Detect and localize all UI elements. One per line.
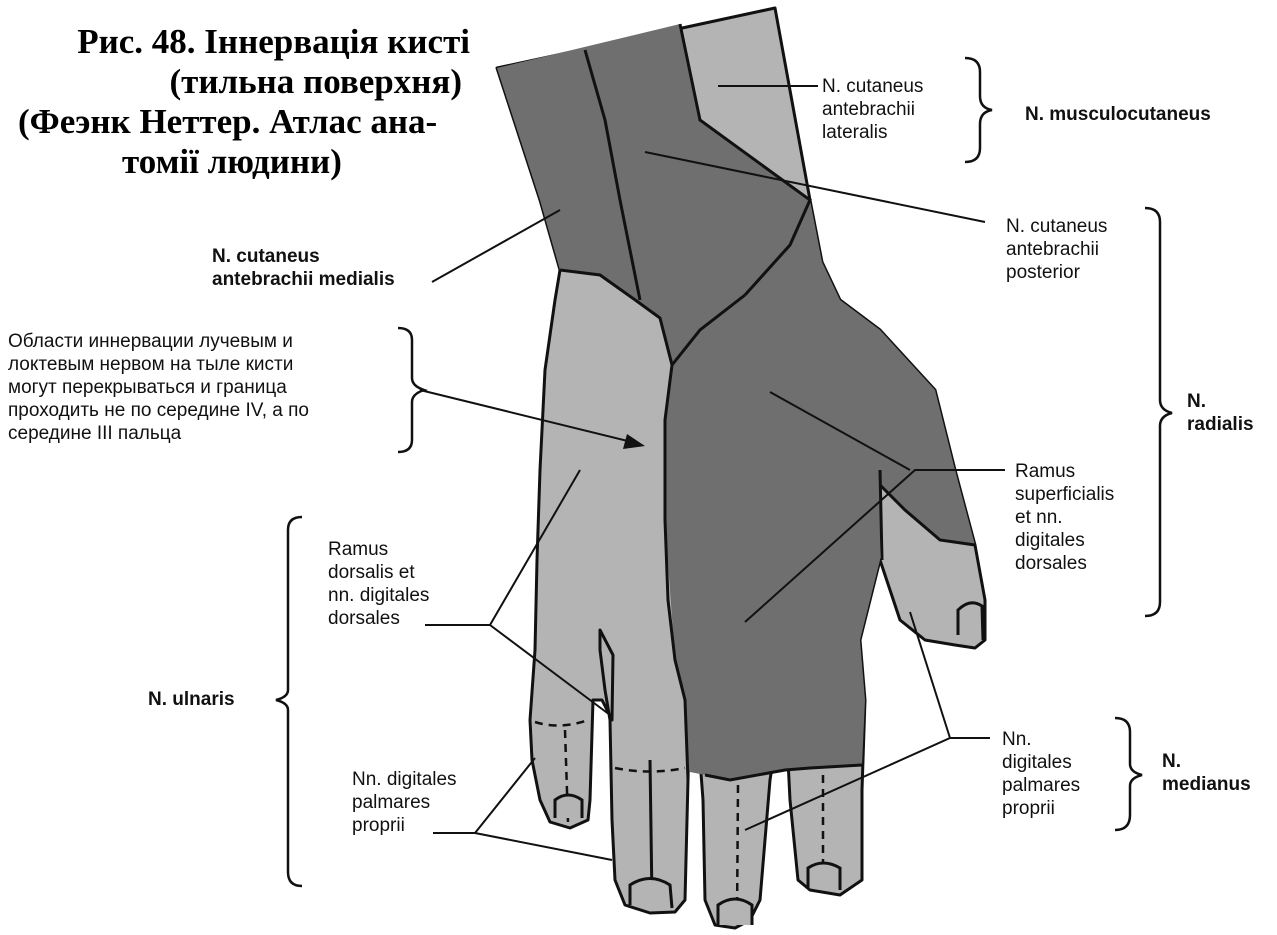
label-line: palmares [352,791,457,814]
label-cutaneus-lateralis: N. cutaneus antebrachii lateralis [822,75,923,144]
label-line: digitales [1002,751,1080,774]
nail-ring [630,879,672,909]
label-line: N. cutaneus [212,245,395,268]
label-overlap-note: Области иннервации лучевым и локтевым не… [8,330,309,445]
boundary-thumb-inner [880,470,882,560]
label-ulnaris: N. ulnaris [148,688,235,711]
label-line: Ramus [328,538,429,561]
label-medianus: N. medianus [1162,750,1251,796]
label-line: Ramus [1015,460,1114,483]
label-line: Nn. [1002,728,1080,751]
label-line: могут перекрываться и граница [8,376,309,399]
label-palmares-left: Nn. digitales palmares proprii [352,768,457,837]
brace-radialis [1145,208,1172,616]
brace-medianus [1115,718,1142,830]
brace-musculocutaneus [965,58,992,162]
label-cutaneus-posterior: N. cutaneus antebrachii posterior [1006,215,1107,284]
label-line: dorsales [328,607,429,630]
label-line: medianus [1162,773,1251,796]
label-line: nn. digitales [328,584,429,607]
nail-thumb [958,603,983,640]
label-ramus-superficialis: Ramus superficialis et nn. digitales dor… [1015,460,1114,575]
brace-ulnaris [276,517,302,886]
label-line: posterior [1006,261,1107,284]
label-line: superficialis [1015,483,1114,506]
label-line: N. [1162,750,1251,773]
label-line: середине III пальца [8,422,309,445]
label-line: dorsales [1015,552,1114,575]
label-line: Области иннервации лучевым и [8,330,309,353]
label-line: proprii [352,814,457,837]
label-line: proprii [1002,797,1080,820]
nail-little [555,795,582,818]
label-line: et nn. [1015,506,1114,529]
label-ramus-dorsalis: Ramus dorsalis et nn. digitales dorsales [328,538,429,630]
label-musculocutaneus: N. musculocutaneus [1025,103,1211,126]
label-line: lateralis [822,121,923,144]
label-line: dorsalis et [328,561,429,584]
label-radialis: N. radialis [1187,390,1254,436]
label-line: N. cutaneus [1006,215,1107,238]
label-line: antebrachii [822,98,923,121]
label-palmares-right: Nn. digitales palmares proprii [1002,728,1080,820]
label-cutaneus-medialis: N. cutaneus antebrachii medialis [212,245,395,291]
leader-cut-med [432,210,560,282]
nail-middle [718,899,752,925]
label-line: antebrachii medialis [212,268,395,291]
nail-index [808,863,840,890]
label-line: antebrachii [1006,238,1107,261]
label-line: radialis [1187,413,1254,436]
label-line: N. [1187,390,1254,413]
label-line: проходить не по середине IV, а по [8,399,309,422]
label-line: palmares [1002,774,1080,797]
label-line: локтевым нервом на тыле кисти [8,353,309,376]
label-line: N. cutaneus [822,75,923,98]
label-line: digitales [1015,529,1114,552]
label-line: Nn. digitales [352,768,457,791]
